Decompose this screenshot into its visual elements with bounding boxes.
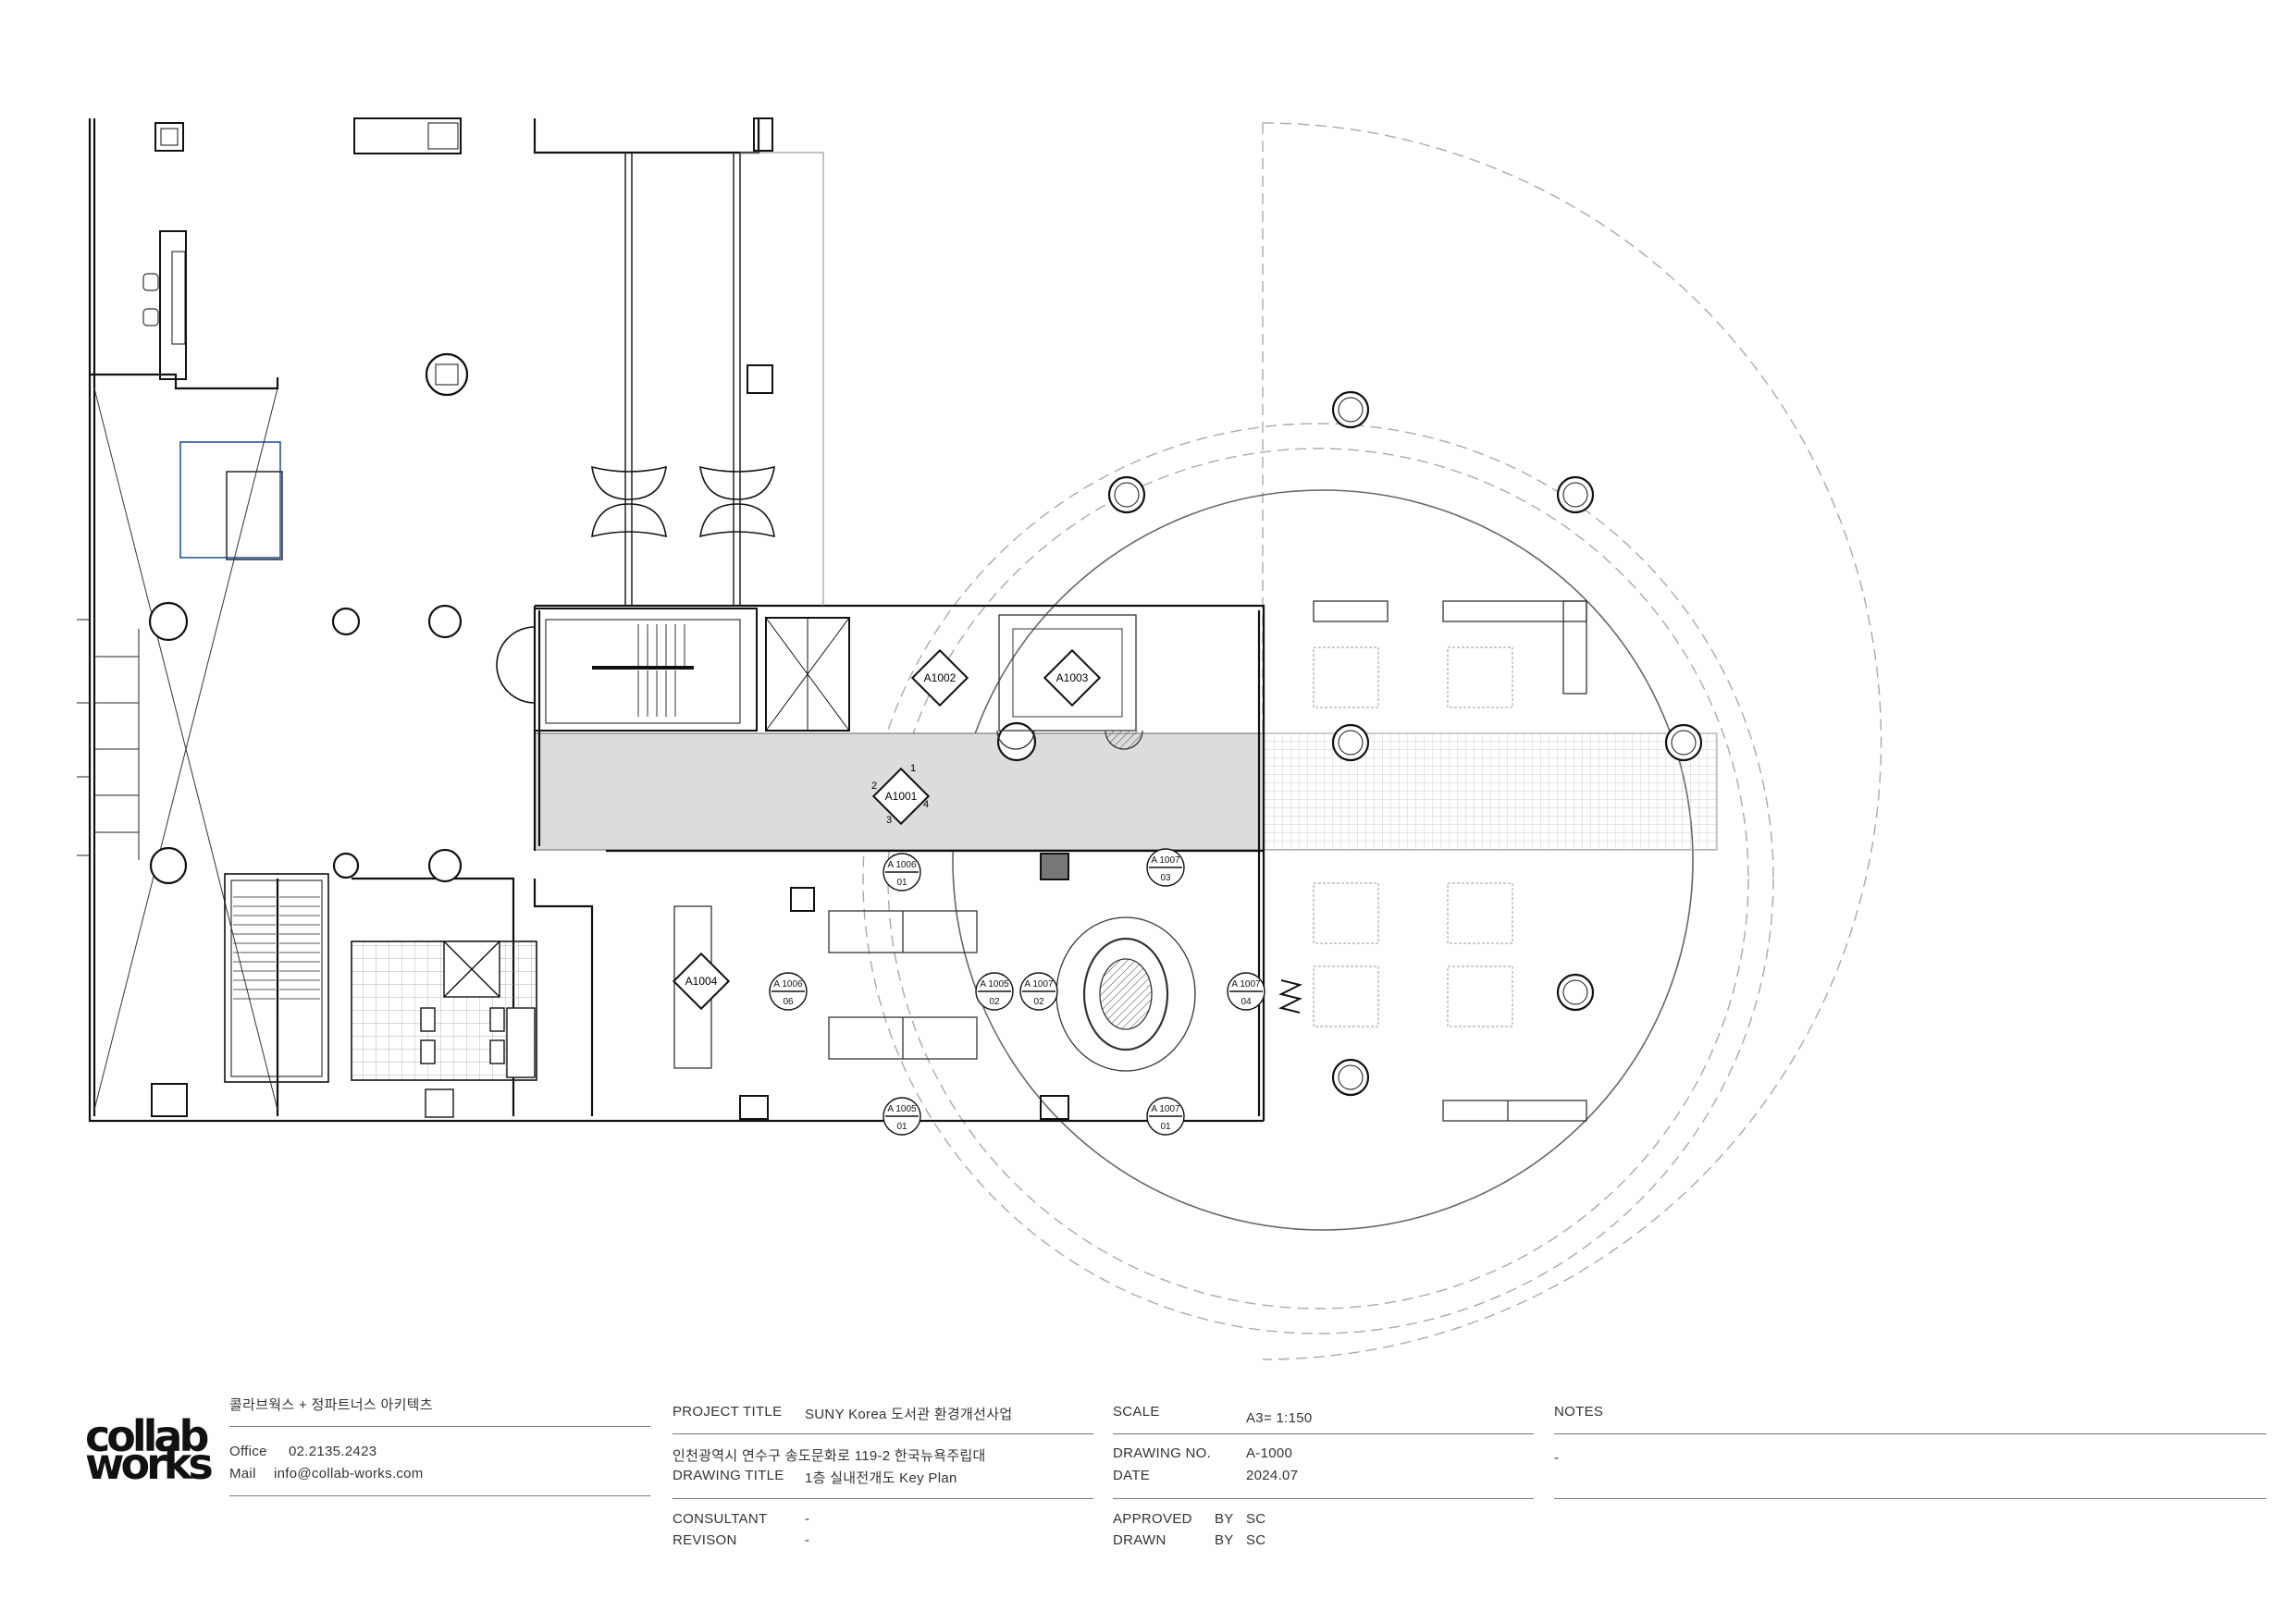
divider (1554, 1498, 2266, 1499)
elevation-marker-a1007-02: A 1007 02 (1019, 972, 1058, 1011)
drawn-by: BY (1215, 1532, 1234, 1548)
divider (1113, 1498, 1534, 1499)
left-stair (224, 873, 329, 1083)
elevation-marker-a1007-01: A 1007 01 (1146, 1097, 1185, 1136)
drawing-no-value: A-1000 (1246, 1445, 1293, 1461)
drawing-no-label: DRAWING NO. (1113, 1445, 1212, 1461)
column-inner (435, 363, 1697, 1090)
office-label: Office (229, 1444, 267, 1459)
notes-value: - (1554, 1450, 1560, 1466)
revolving-doors (591, 465, 775, 538)
svg-text:A 1007: A 1007 (1024, 979, 1054, 990)
elevation-marker-a1006-06: A 1006 06 (769, 972, 808, 1011)
office-phone: 02.2135.2423 (289, 1444, 377, 1459)
svg-text:A 1005: A 1005 (887, 1104, 917, 1114)
restroom-fixtures (420, 941, 536, 1118)
svg-text:2: 2 (871, 781, 877, 792)
scale-label: SCALE (1113, 1404, 1160, 1420)
approved-value: SC (1246, 1511, 1266, 1527)
svg-text:02: 02 (1033, 997, 1044, 1007)
diamond-a1001: A1001 1 2 3 4 (871, 763, 931, 826)
consultant-value: - (805, 1511, 810, 1527)
mail-address[interactable]: info@collab-works.com (274, 1466, 424, 1482)
firm-name: 콜라브웍스 + 정파트너스 아키텍츠 (229, 1397, 433, 1413)
scale-value: A3= 1:150 (1246, 1410, 1313, 1426)
svg-text:03: 03 (1160, 873, 1171, 883)
svg-text:A 1006: A 1006 (773, 979, 803, 990)
drawn-value: SC (1246, 1532, 1266, 1548)
revision-value: - (805, 1532, 810, 1548)
circular-terrace-edge (952, 489, 1694, 1231)
approved-by: BY (1215, 1511, 1234, 1527)
stair-treads (637, 624, 685, 717)
elevation-marker-a1005-01: A 1005 01 (883, 1097, 921, 1136)
svg-text:01: 01 (896, 878, 907, 888)
svg-text:06: 06 (783, 997, 794, 1007)
drawn-label: DRAWN (1113, 1532, 1167, 1548)
svg-text:04: 04 (1241, 997, 1252, 1007)
divider (229, 1495, 650, 1496)
glass-partitions (624, 152, 824, 606)
divider (229, 1426, 650, 1427)
svg-text:A 1007: A 1007 (1231, 979, 1261, 990)
svg-text:A 1007: A 1007 (1151, 1104, 1180, 1114)
stair-core (496, 608, 1069, 1120)
svg-text:A1002: A1002 (924, 671, 957, 684)
key-markers: A1001 1 2 3 4 A1002 A1003 A1004 A 1006 0… (672, 648, 1265, 1136)
notes-label: NOTES (1554, 1404, 1604, 1420)
approved-label: APPROVED (1113, 1511, 1192, 1527)
divider (673, 1498, 1093, 1499)
elevation-marker-a1007-04: A 1007 04 (1227, 972, 1265, 1011)
svg-text:A 1006: A 1006 (887, 860, 917, 870)
diamond-a1004: A1004 (672, 952, 731, 1011)
top-fixtures (151, 117, 773, 1117)
svg-text:3: 3 (886, 815, 892, 826)
project-title-value: SUNY Korea 도서관 환경개선사업 (805, 1407, 1013, 1422)
svg-text:A 1005: A 1005 (980, 979, 1009, 990)
chairs (142, 273, 159, 326)
elevation-marker-a1005-02: A 1005 02 (975, 972, 1014, 1011)
date-label: DATE (1113, 1468, 1151, 1483)
elevation-marker-a1007-03: A 1007 03 (1146, 848, 1185, 887)
date-value: 2024.07 (1246, 1468, 1299, 1483)
logo-line-2: works (85, 1439, 214, 1489)
svg-text:A1003: A1003 (1056, 671, 1089, 684)
revision-label: REVISON (673, 1532, 737, 1548)
exterior-wall-ticks (77, 619, 140, 860)
outdoor-tables (1313, 646, 1513, 1027)
paved-walkway (1263, 732, 1718, 851)
drawing-title-value: 1층 실내전개도 Key Plan (805, 1470, 957, 1486)
svg-text:4: 4 (923, 799, 929, 810)
divider (673, 1433, 1093, 1434)
drawing-title-label: DRAWING TITLE (673, 1468, 784, 1483)
building-walls (88, 118, 1265, 1123)
svg-text:A1004: A1004 (685, 975, 718, 988)
svg-text:A1001: A1001 (885, 790, 918, 803)
elevation-marker-a1006-01: A 1006 01 (883, 853, 921, 891)
svg-text:01: 01 (896, 1122, 907, 1132)
diamond-a1002: A1002 (910, 648, 969, 707)
project-title-label: PROJECT TITLE (673, 1404, 783, 1420)
svg-text:A 1007: A 1007 (1151, 855, 1180, 866)
diamond-a1003: A1003 (1043, 648, 1102, 707)
svg-text:01: 01 (1160, 1122, 1171, 1132)
collabworks-logo: collab works (85, 1415, 214, 1489)
divider (1554, 1433, 2266, 1434)
left-stair-treads (233, 896, 320, 1000)
consultant-label: CONSULTANT (673, 1511, 768, 1527)
project-address: 인천광역시 연수구 송도문화로 119-2 한국뉴욕주립대 (673, 1448, 986, 1464)
svg-text:1: 1 (910, 763, 916, 774)
mail-label: Mail (229, 1466, 256, 1482)
svg-text:02: 02 (989, 997, 1000, 1007)
divider (1113, 1433, 1534, 1434)
